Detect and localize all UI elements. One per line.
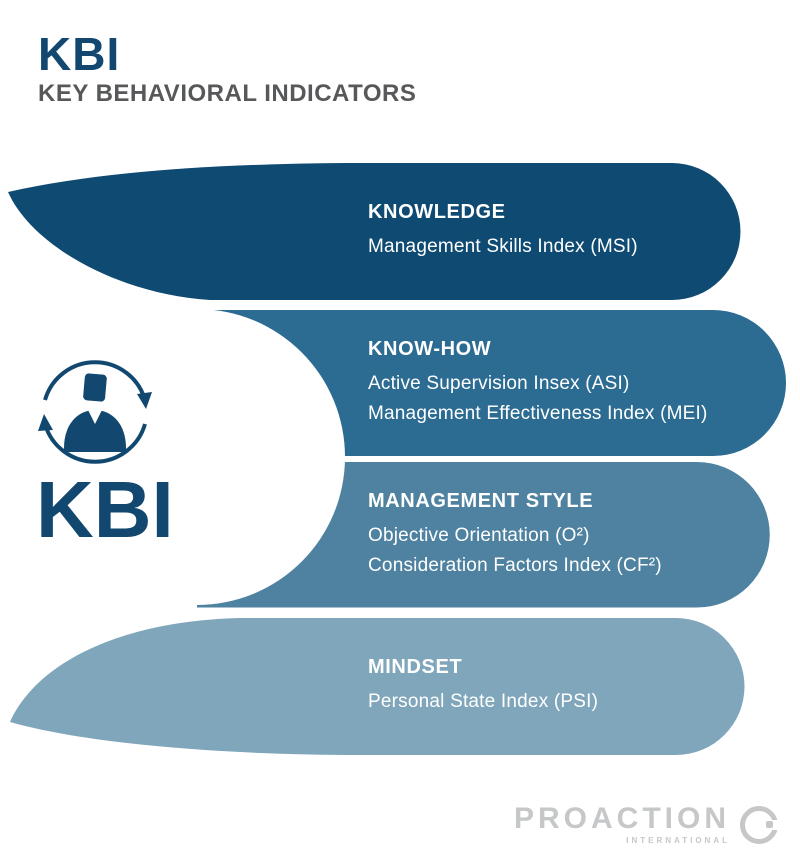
brand-logo-icon xyxy=(740,805,779,844)
band-know-how-shape xyxy=(197,310,786,456)
footer-brand: PROACTION INTERNATIONAL xyxy=(514,802,779,846)
band-line: Active Supervision Insex (ASI) xyxy=(368,372,630,394)
band-line: Objective Orientation (O²) xyxy=(368,524,590,546)
band-line: Management Effectiveness Index (MEI) xyxy=(368,402,708,424)
band-know-how-text: KNOW-HOW Active Supervision Insex (ASI) … xyxy=(368,310,708,456)
band-mindset-shape xyxy=(10,618,745,755)
band-management-style-shape xyxy=(197,462,770,608)
person-cycle-icon xyxy=(38,360,152,464)
brand-logo-dot xyxy=(766,820,773,828)
person-body-icon xyxy=(64,410,126,452)
brand-text: PROACTION INTERNATIONAL xyxy=(514,802,730,846)
band-title: MANAGEMENT STYLE xyxy=(368,489,594,512)
band-knowledge-text: KNOWLEDGE Management Skills Index (MSI) xyxy=(368,163,638,300)
band-title: KNOW-HOW xyxy=(368,337,492,360)
cycle-arrow-top-icon xyxy=(43,360,147,401)
band-title: MINDSET xyxy=(368,656,463,678)
brand-logo-notch xyxy=(769,819,779,830)
page-subtitle: KEY BEHAVIORAL INDICATORS xyxy=(38,80,417,108)
person-head-icon xyxy=(83,373,107,402)
band-mindset-text: MINDSET Personal State Index (PSI) xyxy=(368,618,598,755)
cycle-arrow-bottom-icon xyxy=(43,423,147,464)
band-management-style-text: MANAGEMENT STYLE Objective Orientation (… xyxy=(368,462,662,608)
left-cutout xyxy=(49,309,345,605)
band-line: Personal State Index (PSI) xyxy=(368,691,599,712)
header: KBI KEY BEHAVIORAL INDICATORS xyxy=(38,30,416,108)
brand-name: PROACTION xyxy=(514,802,730,835)
band-line: Consideration Factors Index (CF²) xyxy=(368,554,662,576)
page-title: KBI xyxy=(38,28,121,80)
cycle-arrowhead-left-icon xyxy=(38,414,53,431)
center-kbi-label: KBI xyxy=(36,465,174,554)
band-title: KNOWLEDGE xyxy=(368,201,506,223)
person-collar-icon xyxy=(88,410,102,424)
cycle-arrowhead-right-icon xyxy=(137,392,152,409)
band-knowledge-shape xyxy=(8,163,741,300)
band-line: Management Skills Index (MSI) xyxy=(368,236,638,257)
brand-subname: INTERNATIONAL xyxy=(626,836,730,845)
